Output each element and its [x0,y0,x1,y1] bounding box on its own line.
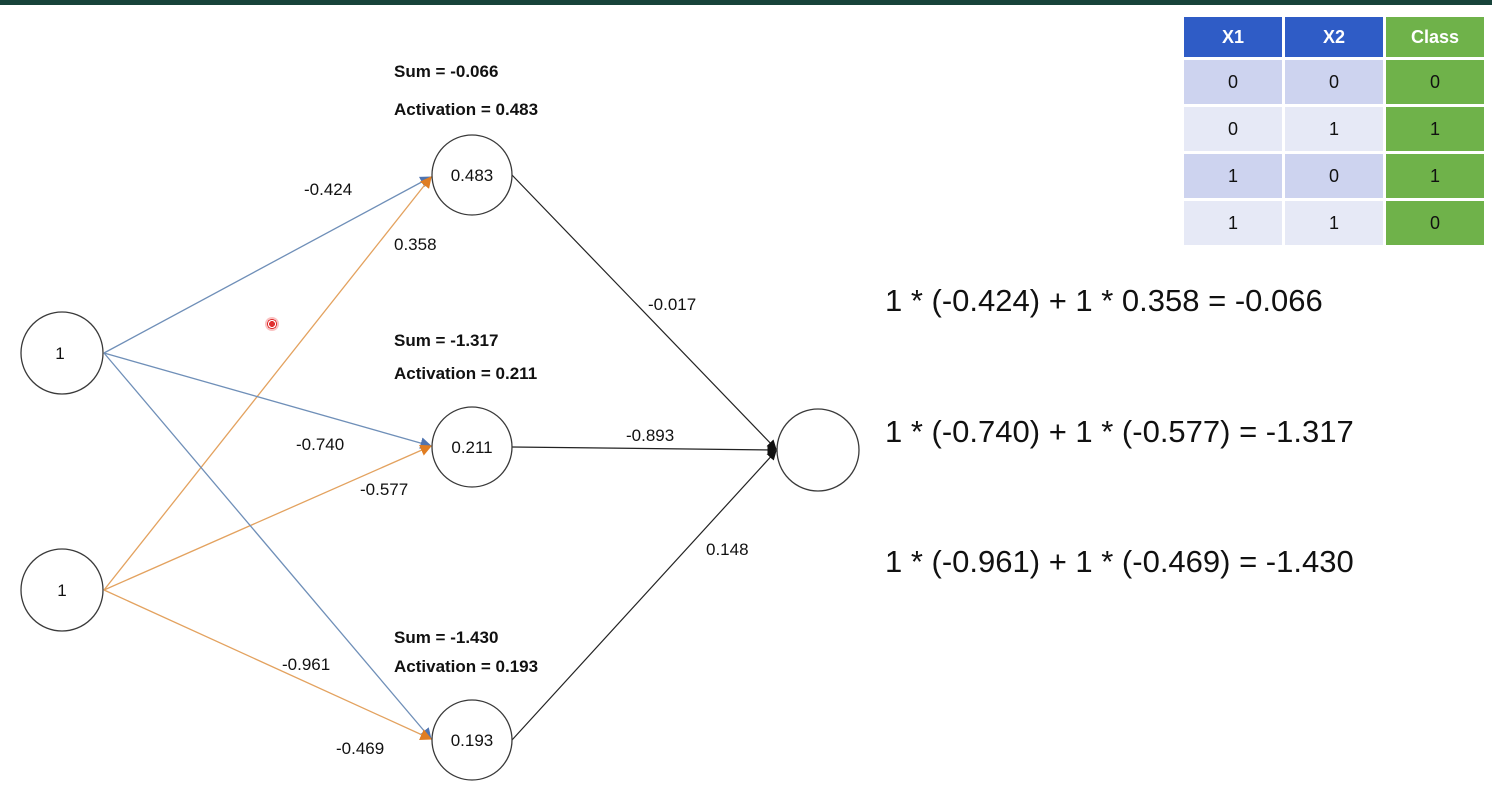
weight-h2-out: -0.893 [626,426,674,445]
table-cell: 1 [1386,107,1484,151]
hidden-node-1: 0.483 [431,134,513,216]
header-class: Class [1386,17,1484,57]
table-cell: 0 [1184,107,1282,151]
hidden-3-sum-label: Sum = -1.430 [394,628,498,647]
edge-h2-out [511,445,777,455]
input-node-2-value: 1 [57,581,66,600]
weight-x2-h1: 0.358 [394,235,437,254]
edge-x1-h2 [103,352,433,449]
hidden-2-sum-label: Sum = -1.317 [394,331,498,350]
input-node-1-value: 1 [55,344,64,363]
header-x1: X1 [1184,17,1282,57]
cursor-marker [265,317,279,331]
table-cell: 0 [1285,60,1383,104]
edge-x2-h1 [103,176,432,591]
hidden-1-sum-label: Sum = -0.066 [394,62,498,81]
edge-x2-h3 [103,589,433,740]
edge-h3-out [511,450,777,741]
edge-h1-out [511,174,777,450]
table-row: 1 0 1 [1184,154,1484,198]
output-node [776,408,860,492]
xor-data-table: X1 X2 Class 0 0 0 0 1 1 1 0 1 1 1 0 [1181,14,1487,248]
edge-x1-h3 [103,352,432,740]
hidden-3-activation-label: Activation = 0.193 [394,657,538,676]
table-row: 1 1 0 [1184,201,1484,245]
table-cell: 0 [1386,60,1484,104]
hidden-node-2-value: 0.211 [451,438,492,457]
hidden-node-3: 0.193 [431,699,513,781]
table-cell: 1 [1285,107,1383,151]
weight-x1-h3: -0.469 [336,739,384,758]
equation-hidden-1: 1 * (-0.424) + 1 * 0.358 = -0.066 [885,283,1323,318]
weight-x2-h3: -0.961 [282,655,330,674]
hidden-1-activation-label: Activation = 0.483 [394,100,538,119]
equation-hidden-3: 1 * (-0.961) + 1 * (-0.469) = -1.430 [885,544,1354,579]
hidden-node-3-value: 0.193 [451,731,494,750]
weight-x1-h2: -0.740 [296,435,344,454]
hidden-node-1-value: 0.483 [451,166,494,185]
edge-x1-h1 [103,176,433,354]
weight-x1-h1: -0.424 [304,180,352,199]
table-cell: 0 [1285,154,1383,198]
table-cell: 1 [1184,201,1282,245]
table-cell: 1 [1184,154,1282,198]
weight-h1-out: -0.017 [648,295,696,314]
input-node-1: 1 [20,311,104,395]
table-row: 0 0 0 [1184,60,1484,104]
weight-x2-h2: -0.577 [360,480,408,499]
hidden-node-2: 0.211 [431,406,513,488]
top-bar [0,0,1492,5]
table-cell: 0 [1184,60,1282,104]
weight-h3-out: 0.148 [706,540,749,559]
hidden-2-activation-label: Activation = 0.211 [394,364,537,383]
edge-x2-h2 [103,444,433,591]
table-cell: 0 [1386,201,1484,245]
table-cell: 1 [1386,154,1484,198]
input-node-2: 1 [20,548,104,632]
equation-hidden-2: 1 * (-0.740) + 1 * (-0.577) = -1.317 [885,414,1354,449]
table-row: 0 1 1 [1184,107,1484,151]
table-cell: 1 [1285,201,1383,245]
table-header-row: X1 X2 Class [1184,17,1484,57]
header-x2: X2 [1285,17,1383,57]
